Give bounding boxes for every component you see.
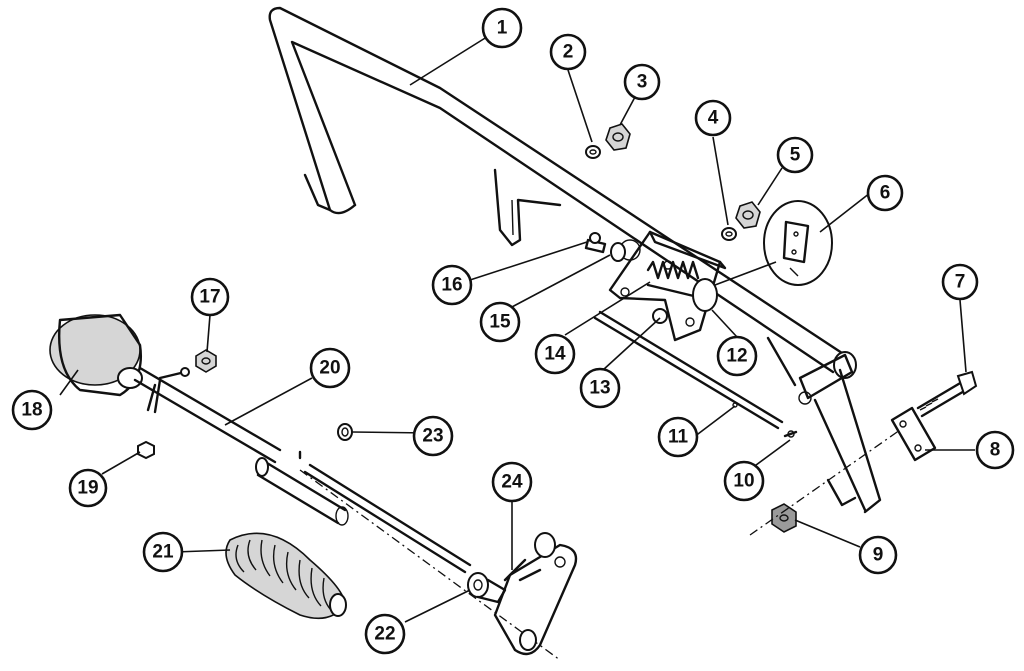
callout-24: 24 [491, 461, 533, 503]
carriage-bolt-7 [916, 370, 978, 418]
svg-text:21: 21 [152, 542, 174, 563]
lock-nut-9 [771, 503, 797, 533]
svg-text:4: 4 [708, 108, 719, 129]
svg-text:24: 24 [501, 472, 523, 493]
callout-15: 15 [479, 301, 521, 343]
washer [610, 242, 626, 262]
svg-text:22: 22 [374, 624, 395, 645]
long-rod [593, 310, 784, 430]
detail-bracket-6 [763, 200, 833, 286]
callout-22: 22 [364, 613, 406, 655]
ring-23 [337, 423, 353, 441]
callout-17: 17 [190, 277, 230, 317]
grip-18 [49, 313, 143, 397]
knob [692, 278, 718, 312]
callout-4: 4 [694, 99, 732, 137]
svg-text:9: 9 [873, 545, 884, 566]
svg-text:6: 6 [880, 183, 891, 204]
svg-text:14: 14 [544, 344, 566, 365]
svg-text:8: 8 [990, 440, 1001, 461]
jam-nut-17 [195, 349, 217, 373]
hex-nut-5 [735, 201, 761, 229]
svg-text:3: 3 [637, 72, 648, 93]
svg-text:11: 11 [668, 427, 689, 448]
leader-lines [59, 34, 975, 623]
callout-8: 8 [975, 430, 1015, 470]
callout-16: 16 [431, 264, 473, 306]
bellows-boot-21 [225, 532, 347, 620]
callout-5: 5 [776, 136, 814, 174]
callout-9: 9 [858, 535, 898, 575]
callout-23: 23 [412, 415, 454, 457]
shaft-20 [133, 366, 282, 464]
svg-text:23: 23 [422, 426, 443, 447]
svg-text:1: 1 [497, 18, 508, 39]
svg-text:13: 13 [589, 378, 610, 399]
lock-washer-4 [721, 227, 737, 241]
hex-nut-3 [605, 123, 631, 151]
axis-line-left [299, 469, 561, 661]
svg-text:17: 17 [199, 287, 220, 308]
callout-13: 13 [579, 367, 621, 409]
callout-2: 2 [549, 33, 587, 71]
svg-text:18: 18 [21, 400, 42, 421]
callout-7: 7 [941, 263, 979, 301]
cap-19 [137, 440, 155, 460]
svg-text:16: 16 [441, 275, 462, 296]
callout-1: 1 [481, 7, 523, 49]
handle-bar-frame [268, 6, 882, 514]
hairpin-clip [783, 430, 798, 438]
callout-6: 6 [866, 174, 904, 212]
callout-11: 11 [657, 416, 699, 458]
svg-text:15: 15 [489, 312, 511, 333]
svg-text:2: 2 [563, 42, 574, 63]
axis-line-right [749, 429, 901, 536]
svg-text:10: 10 [733, 471, 754, 492]
svg-text:5: 5 [790, 145, 801, 166]
callout-3: 3 [623, 63, 661, 101]
callout-12: 12 [716, 335, 758, 377]
svg-text:12: 12 [726, 346, 747, 367]
callout-18: 18 [11, 389, 53, 431]
tube-section [255, 450, 349, 526]
callout-20: 20 [309, 347, 351, 389]
lock-washer-2 [585, 145, 601, 159]
pin [652, 308, 668, 324]
callout-10: 10 [723, 460, 765, 502]
svg-text:20: 20 [319, 358, 340, 379]
shoulder-bolt [584, 232, 607, 254]
callout-14: 14 [534, 333, 576, 375]
pivot-plate-24 [493, 532, 578, 656]
clamp-plate-8 [890, 406, 937, 462]
bushing-22 [467, 572, 507, 604]
svg-text:7: 7 [955, 272, 966, 293]
callout-21: 21 [142, 531, 184, 573]
svg-text:19: 19 [77, 478, 98, 499]
callout-19: 19 [68, 468, 108, 508]
long-link-rod [303, 463, 472, 574]
